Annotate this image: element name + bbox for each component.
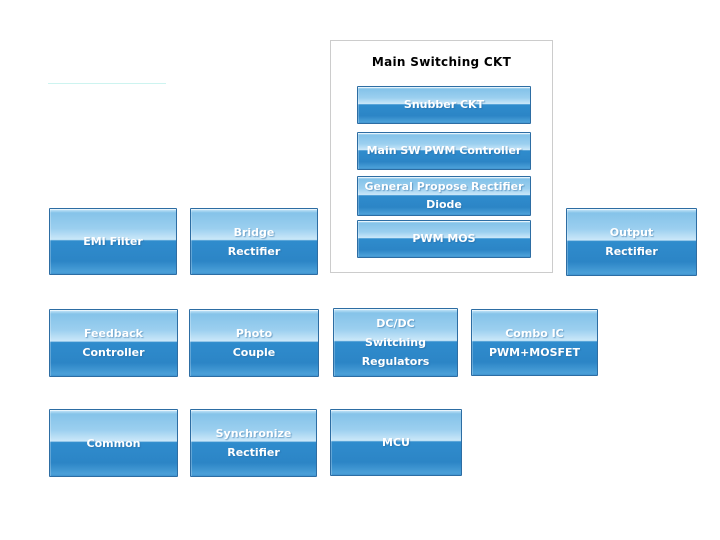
block-synchronize-rectifier[interactable]: Synchronize Rectifier: [190, 409, 317, 477]
block-pwm-mos[interactable]: PWM MOS: [357, 220, 531, 258]
main-switching-ckt-group: Main Switching CKT Snubber CKT Main SW P…: [330, 40, 553, 273]
block-output-rectifier[interactable]: Output Rectifier: [566, 208, 697, 276]
block-combo-ic-pwm-mosfet[interactable]: Combo IC PWM+MOSFET: [471, 309, 598, 376]
block-snubber-ckt[interactable]: Snubber CKT: [357, 86, 531, 124]
block-feedback-controller[interactable]: Feedback Controller: [49, 309, 178, 377]
block-photo-couple[interactable]: Photo Couple: [189, 309, 319, 377]
block-main-sw-pwm-controller[interactable]: Main SW PWM Controller: [357, 132, 531, 170]
group-title: Main Switching CKT: [371, 55, 512, 69]
block-general-propose-rectifier-diode[interactable]: General Propose Rectifier Diode: [357, 176, 531, 216]
block-dcdc-switching-regulators[interactable]: DC/DC Switching Regulators: [333, 308, 458, 377]
faint-cyan-line: [48, 83, 166, 84]
block-emi-filter[interactable]: EMI Filter: [49, 208, 177, 275]
block-mcu[interactable]: MCU: [330, 409, 462, 476]
block-common[interactable]: Common: [49, 409, 178, 477]
block-bridge-rectifier[interactable]: Bridge Rectifier: [190, 208, 318, 275]
